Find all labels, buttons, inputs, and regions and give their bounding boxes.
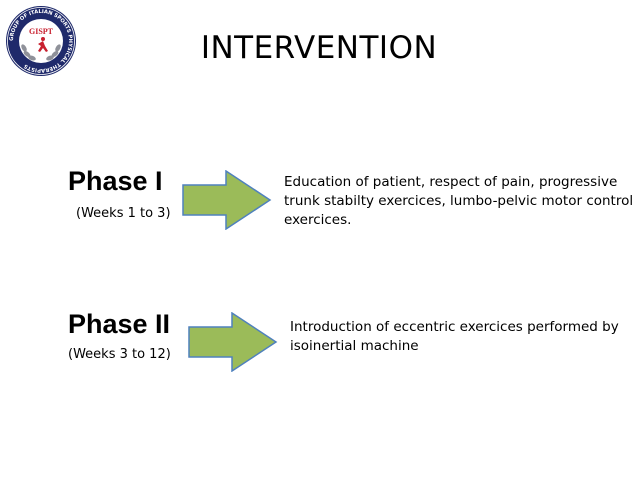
phase-2-description: Introduction of eccentric exercices perf… [290, 318, 619, 356]
phase-2-arrow-icon [188, 312, 278, 372]
phase-1-title: Phase I [68, 166, 163, 196]
gispt-logo: GROUP OF ITALIAN SPORTS PHYSICAL THERAPI… [6, 6, 76, 76]
phase-1-description-line: Education of patient, respect of pain, p… [284, 174, 618, 190]
phase-1-arrow-icon [182, 170, 272, 230]
phase-1-description-line: trunk stabilty exercices, lumbo-pelvic m… [284, 193, 634, 209]
slide-title: INTERVENTION [200, 30, 438, 66]
phase-1-description: Education of patient, respect of pain, p… [284, 173, 633, 230]
logo-center-text: GISPT [29, 27, 54, 36]
phase-2-description-line: Introduction of eccentric exercices perf… [290, 319, 619, 335]
phase-2-weeks: (Weeks 3 to 12) [68, 347, 171, 362]
phase-1-weeks: (Weeks 1 to 3) [76, 206, 171, 221]
phase-2-title: Phase II [68, 309, 171, 339]
phase-1-description-line: exercices. [284, 212, 352, 228]
phase-2-description-line: isoinertial machine [290, 338, 419, 354]
